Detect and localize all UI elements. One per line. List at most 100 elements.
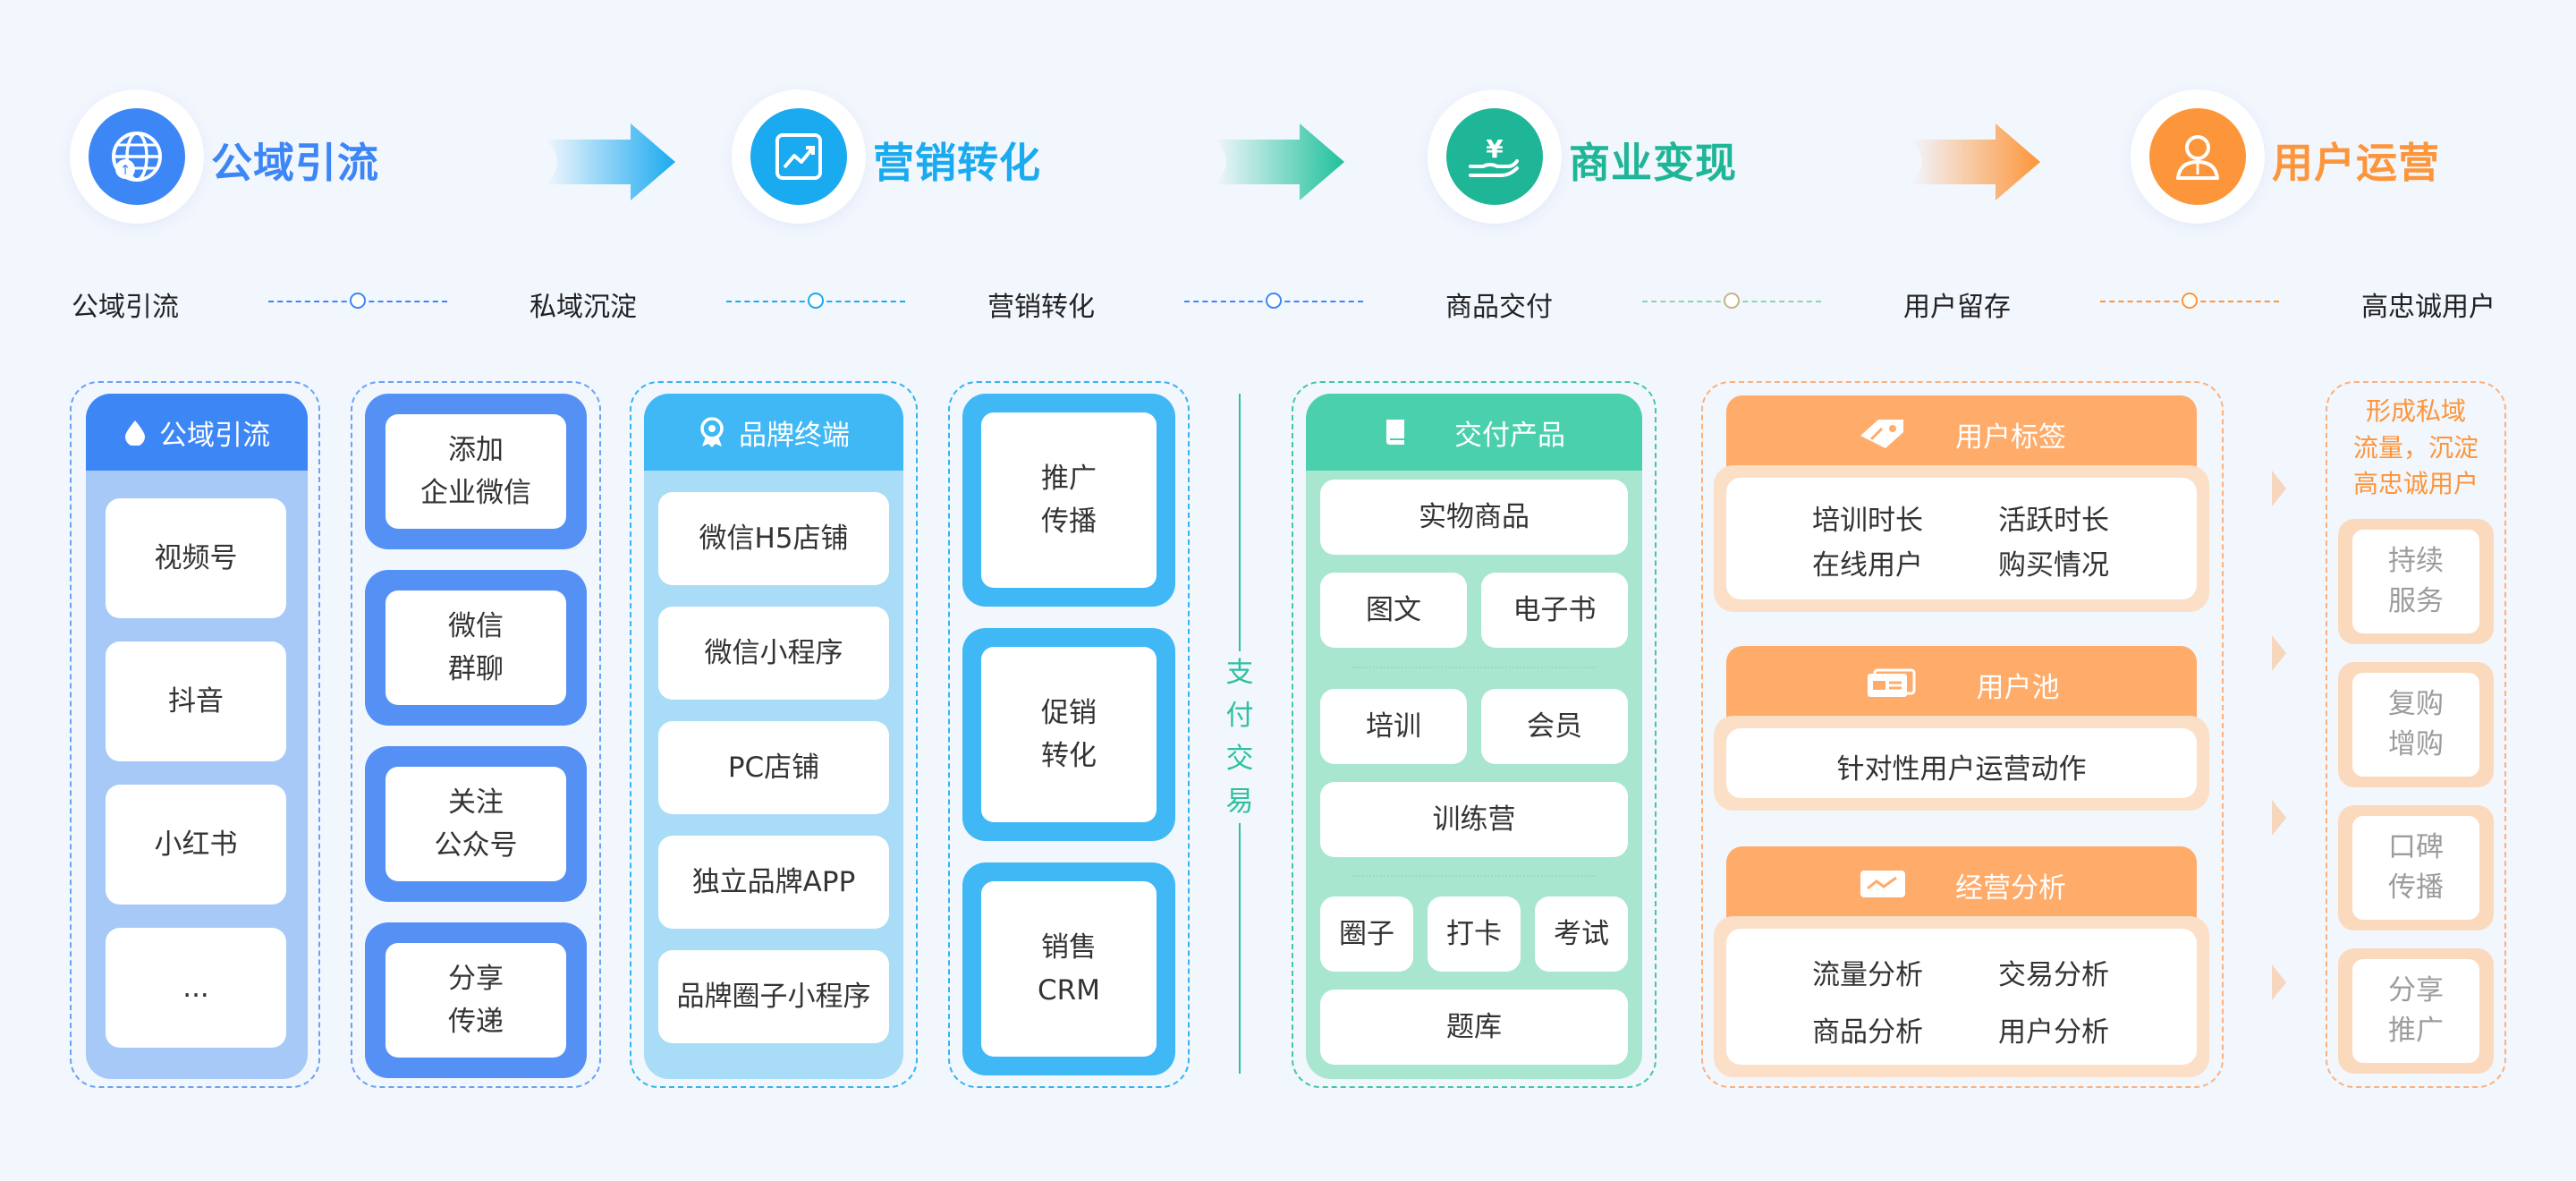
flow-step-4: 商品交付 — [1445, 292, 1553, 323]
channel-item: ... — [106, 928, 286, 1048]
tags-title: 用户标签 — [1955, 421, 2066, 454]
tag-item: 在线用户 — [1812, 549, 1923, 582]
product-item: 图文 — [1320, 573, 1467, 648]
stage-1-badge: ↑ — [70, 89, 204, 224]
flow-connector-dot — [808, 293, 824, 309]
flow-step-2: 私域沉淀 — [530, 292, 637, 323]
stage-2-label: 营销转化 — [873, 139, 1041, 187]
terminal-item: 微信H5店铺 — [658, 492, 889, 585]
tag-item: 购买情况 — [1998, 549, 2109, 582]
terminal-item: 微信小程序 — [658, 607, 889, 700]
analysis-item: 流量分析 — [1812, 959, 1923, 991]
marketing-item: 推广 传播 — [962, 394, 1175, 607]
private-item: 分享 传递 — [365, 922, 587, 1078]
col5-frame — [1292, 381, 1657, 1088]
pool-title: 用户池 — [1976, 671, 2060, 704]
divider — [1352, 875, 1596, 877]
channel-item: 抖音 — [106, 641, 286, 761]
col5-panel: 交付产品 实物商品 图文 电子书 培训 会员 训练营 圈子 打卡 考试 题库 — [1306, 394, 1642, 1079]
drop-icon — [125, 421, 145, 446]
analysis-title: 经营分析 — [1955, 871, 2066, 905]
product-item: 训练营 — [1320, 782, 1628, 857]
product-item: 会员 — [1481, 689, 1628, 764]
loyal-item: 复购 增购 — [2338, 662, 2494, 787]
flow-step-1: 公域引流 — [72, 292, 179, 323]
pool-text: 针对性用户运营动作 — [1836, 753, 2087, 786]
chevron-right-icon — [2272, 635, 2286, 671]
flow-step-6: 高忠诚用户 — [2361, 292, 2496, 323]
loyal-item: 口碑 传播 — [2338, 805, 2494, 930]
chevron-right-icon — [2272, 964, 2286, 1000]
monitor-icon — [1860, 871, 1905, 897]
loyal-heading: 形成私域 流量，沉淀 高忠诚用户 — [2352, 396, 2479, 499]
stage-1-label: 公域引流 — [211, 139, 379, 187]
tags-panel: 培训时长 活跃时长 在线用户 购买情况 — [1714, 465, 2209, 612]
flow-step-5: 用户留存 — [1903, 292, 2011, 323]
col2-frame — [351, 381, 601, 1088]
col6-frame — [1701, 381, 2224, 1088]
arrow-right-icon — [1911, 123, 2040, 204]
card-icon — [1867, 668, 1915, 697]
col1-frame — [70, 381, 320, 1088]
private-item: 关注 公众号 — [365, 746, 587, 902]
badge-icon — [700, 417, 724, 447]
loyal-item: 持续 服务 — [2338, 519, 2494, 644]
product-item: 实物商品 — [1320, 480, 1628, 555]
globe-icon: ↑ — [89, 108, 185, 205]
private-item: 微信 群聊 — [365, 570, 587, 726]
analysis-item: 商品分析 — [1812, 1016, 1923, 1049]
flow-step-3: 营销转化 — [987, 292, 1095, 323]
flow-connector-dot — [2182, 293, 2198, 309]
product-item: 题库 — [1320, 990, 1628, 1065]
stage-4-badge — [2131, 89, 2265, 224]
product-item: 考试 — [1535, 896, 1628, 972]
stage-2-badge — [732, 89, 866, 224]
flow-connector-dot — [1724, 293, 1740, 309]
terminal-item: 品牌圈子小程序 — [658, 950, 889, 1043]
pool-panel: 针对性用户运营动作 — [1714, 716, 2209, 811]
marketing-item: 销售 CRM — [962, 862, 1175, 1075]
tag-icon — [1860, 420, 1903, 448]
channel-item: 小红书 — [106, 785, 286, 905]
chart-trend-icon — [750, 108, 847, 205]
terminal-item: PC店铺 — [658, 721, 889, 814]
channel-item: 视频号 — [106, 498, 286, 618]
col1-header: 公域引流 — [86, 394, 308, 471]
col3-panel: 品牌终端 微信H5店铺 微信小程序 PC店铺 独立品牌APP 品牌圈子小程序 — [644, 394, 903, 1079]
col4-frame — [948, 381, 1190, 1088]
analysis-item: 用户分析 — [1998, 1016, 2109, 1049]
analysis-header: 经营分析 — [1726, 846, 2197, 923]
user-icon — [2149, 108, 2246, 205]
analysis-panel: 流量分析 交易分析 商品分析 用户分析 — [1714, 916, 2209, 1077]
chevron-right-icon — [2272, 800, 2286, 836]
col3-header: 品牌终端 — [644, 394, 903, 471]
product-item: 圈子 — [1320, 896, 1413, 972]
flow-connector-dot — [1266, 293, 1282, 309]
stage-4-label: 用户运营 — [2272, 139, 2440, 187]
product-item: 电子书 — [1481, 573, 1628, 648]
book-icon — [1386, 420, 1406, 445]
flow-connector-dot — [350, 293, 366, 309]
tag-item: 活跃时长 — [1998, 505, 2109, 537]
col3-title: 品牌终端 — [739, 419, 850, 452]
tag-item: 培训时长 — [1812, 505, 1923, 537]
private-item: 添加 企业微信 — [365, 394, 587, 549]
loyal-item: 分享 推广 — [2338, 948, 2494, 1074]
pool-header: 用户池 — [1726, 646, 2197, 723]
col1-panel: 公域引流 视频号 抖音 小红书 ... — [86, 394, 308, 1079]
arrow-right-icon — [546, 123, 675, 204]
arrow-right-icon — [1215, 123, 1344, 204]
chevron-right-icon — [2272, 471, 2286, 506]
svg-text:¥: ¥ — [1486, 134, 1504, 164]
col1-title: 公域引流 — [159, 419, 270, 452]
product-item: 打卡 — [1428, 896, 1521, 972]
terminal-item: 独立品牌APP — [658, 836, 889, 929]
stage-3-badge: ¥ — [1428, 89, 1562, 224]
col3-frame — [630, 381, 918, 1088]
col5-title: 交付产品 — [1454, 419, 1565, 452]
analysis-item: 交易分析 — [1998, 959, 2109, 991]
stage-3-label: 商业变现 — [1569, 139, 1737, 187]
col7-frame — [2326, 381, 2506, 1088]
tags-header: 用户标签 — [1726, 395, 2197, 472]
svg-text:↑: ↑ — [120, 162, 131, 178]
